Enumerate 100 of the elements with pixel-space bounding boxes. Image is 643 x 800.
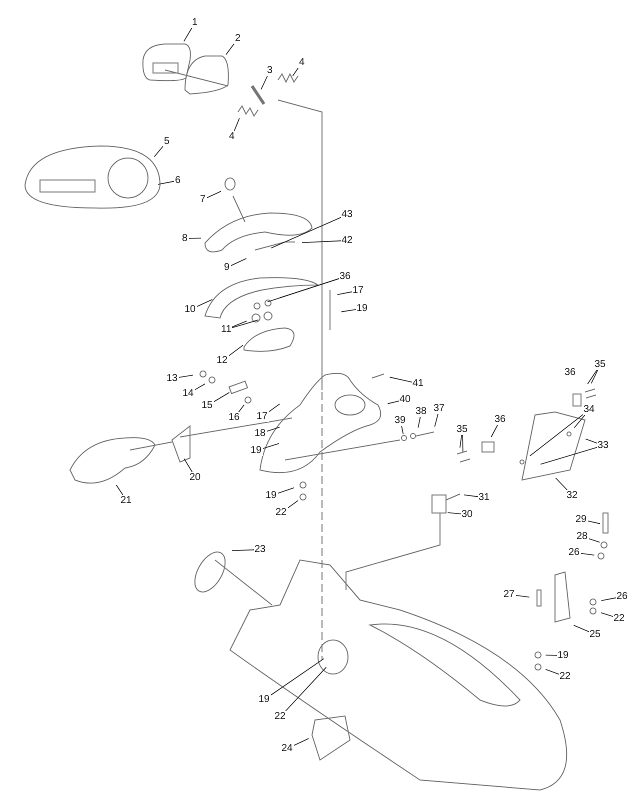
leader-line — [232, 549, 254, 551]
callout-number: 36 — [564, 366, 577, 378]
callout-number: 40 — [398, 394, 412, 404]
leader-line — [545, 669, 560, 675]
callout-number: 30 — [460, 508, 474, 520]
leader-line — [294, 738, 310, 746]
leader-line — [234, 118, 240, 132]
leader-line — [490, 424, 498, 438]
leader-line — [194, 384, 206, 390]
leader-line — [232, 320, 259, 328]
callout-number: 21 — [120, 494, 133, 506]
callout-number: 29 — [574, 514, 588, 524]
callout-number: 8 — [181, 232, 189, 244]
leader-line — [266, 426, 280, 432]
callout-number: 22 — [274, 506, 288, 518]
leader-line — [214, 392, 230, 402]
callout-number: 38 — [414, 406, 428, 416]
leader-line — [516, 595, 530, 598]
callout-number: 5 — [163, 136, 171, 146]
callout-number: 4 — [298, 56, 306, 68]
callout-number: 6 — [174, 174, 182, 186]
leader-line — [278, 487, 294, 494]
leader-line — [573, 624, 590, 632]
leader-line — [238, 404, 245, 412]
leader-line — [588, 520, 600, 524]
callout-number: 9 — [223, 262, 231, 272]
callout-number: 24 — [280, 742, 294, 754]
leader-line — [178, 374, 194, 378]
callout-number: 26 — [568, 546, 581, 558]
callout-number: 15 — [200, 400, 214, 410]
callout-number: 17 — [352, 284, 365, 296]
leader-line — [389, 376, 412, 382]
leader-line — [116, 484, 124, 496]
callout-number: 16 — [228, 412, 241, 422]
leader-line — [184, 28, 192, 42]
callout-number: 20 — [188, 472, 202, 482]
leader-line — [279, 278, 340, 298]
callout-number: 18 — [254, 428, 267, 438]
leader-line — [336, 291, 352, 295]
callout-number: 31 — [478, 492, 491, 502]
callout-number: 11 — [220, 324, 232, 334]
leader-line — [590, 370, 598, 384]
callout-number: 43 — [340, 208, 354, 220]
callout-number: 32 — [566, 490, 579, 500]
leader-line — [270, 217, 342, 248]
callout-number: 33 — [596, 440, 610, 450]
leader-line — [270, 658, 324, 696]
leader-line — [460, 434, 462, 448]
callout-number: 7 — [199, 194, 207, 204]
leader-line — [462, 434, 464, 452]
leader-line — [401, 426, 404, 434]
callout-number: 14 — [182, 388, 195, 398]
callout-number: 1 — [191, 16, 199, 28]
callout-number: 22 — [558, 670, 572, 682]
leader-line — [540, 447, 598, 465]
leader-line — [545, 654, 558, 656]
callout-number: 19 — [258, 694, 271, 704]
leader-line — [587, 370, 598, 384]
leader-line — [600, 597, 616, 601]
leader-line — [580, 553, 595, 556]
leader-line — [226, 44, 234, 55]
leader-line — [302, 240, 342, 243]
callout-number: 2 — [234, 32, 242, 44]
leader-line — [285, 666, 327, 712]
callout-number: 26 — [616, 590, 629, 602]
callout-number: 34 — [582, 404, 596, 414]
leader-line — [184, 458, 193, 472]
callout-number: 23 — [254, 544, 267, 554]
callout-number: 41 — [412, 378, 425, 388]
leader-line — [434, 414, 438, 428]
callout-number: 35 — [594, 358, 607, 370]
callout-number: 35 — [456, 424, 469, 434]
leader-line — [288, 500, 298, 508]
leader-line — [574, 414, 586, 428]
leader-line — [447, 512, 462, 514]
callout-number: 25 — [588, 628, 602, 640]
leader-line — [230, 258, 247, 266]
leader-line — [418, 416, 421, 428]
leader-line — [340, 309, 356, 312]
leader-line — [530, 414, 584, 456]
callout-number: 27 — [502, 588, 516, 600]
callout-number: 12 — [216, 354, 229, 366]
leader-line — [387, 400, 400, 404]
callout-number: 22 — [274, 710, 287, 722]
callout-number: 36 — [338, 270, 352, 282]
leader-line — [268, 404, 280, 412]
callout-number: 37 — [432, 402, 446, 414]
leader-line — [260, 76, 268, 90]
leader-line — [464, 494, 478, 498]
callout-number: 42 — [340, 234, 354, 246]
leader-line — [228, 344, 244, 356]
leader-line — [588, 538, 600, 543]
callout-number: 19 — [264, 490, 278, 500]
leader-line — [262, 443, 280, 449]
callout-number: 19 — [250, 444, 263, 456]
callout-number: 4 — [228, 130, 236, 142]
callout-number: 13 — [166, 372, 179, 384]
leader-line — [292, 68, 299, 76]
callout-number: 10 — [184, 304, 197, 314]
callout-number: 19 — [556, 650, 570, 660]
